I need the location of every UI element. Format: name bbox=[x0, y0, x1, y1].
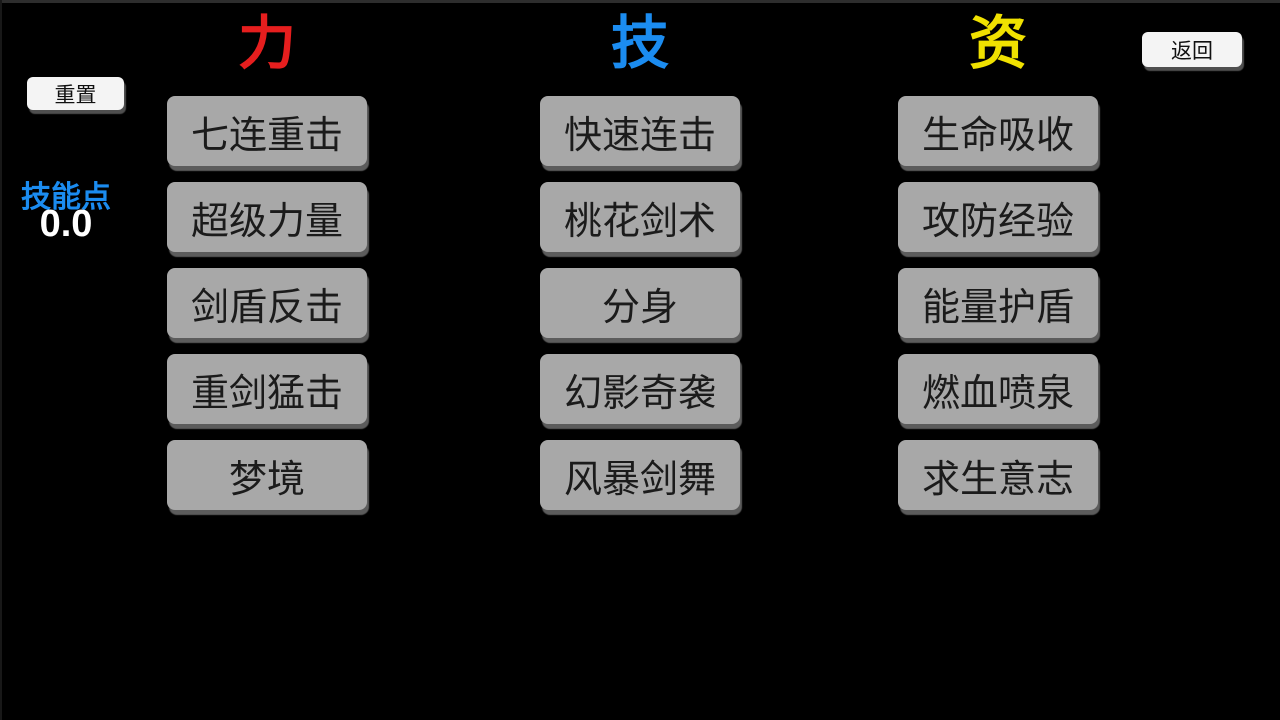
column-strength-header: 力 bbox=[237, 11, 296, 76]
skill-button[interactable]: 求生意志 bbox=[898, 440, 1098, 510]
skill-button[interactable]: 剑盾反击 bbox=[167, 268, 367, 338]
column-strength: 力 七连重击 超级力量 剑盾反击 重剑猛击 梦境 bbox=[167, 0, 367, 520]
skill-button[interactable]: 能量护盾 bbox=[898, 268, 1098, 338]
skill-button[interactable]: 超级力量 bbox=[167, 182, 367, 252]
column-resource-header: 资 bbox=[968, 11, 1027, 76]
window-left-edge bbox=[0, 0, 2, 720]
skill-button[interactable]: 风暴剑舞 bbox=[540, 440, 740, 510]
reset-button[interactable]: 重置 bbox=[27, 77, 124, 110]
skill-points-label: 技能点 bbox=[21, 181, 111, 214]
skill-button[interactable]: 燃血喷泉 bbox=[898, 354, 1098, 424]
column-technique: 技 快速连击 桃花剑术 分身 幻影奇袭 风暴剑舞 bbox=[540, 0, 740, 520]
skill-button[interactable]: 梦境 bbox=[167, 440, 367, 510]
skill-button[interactable]: 桃花剑术 bbox=[540, 182, 740, 252]
skill-button[interactable]: 生命吸收 bbox=[898, 96, 1098, 166]
skill-points-value: 0.0 bbox=[39, 203, 93, 245]
skill-button[interactable]: 七连重击 bbox=[167, 96, 367, 166]
skill-button[interactable]: 快速连击 bbox=[540, 96, 740, 166]
column-resource: 资 生命吸收 攻防经验 能量护盾 燃血喷泉 求生意志 bbox=[898, 0, 1098, 520]
skill-button[interactable]: 重剑猛击 bbox=[167, 354, 367, 424]
window-top-edge bbox=[0, 0, 1280, 3]
skill-button[interactable]: 分身 bbox=[540, 268, 740, 338]
back-button[interactable]: 返回 bbox=[1142, 32, 1242, 67]
skill-button[interactable]: 幻影奇袭 bbox=[540, 354, 740, 424]
skill-button[interactable]: 攻防经验 bbox=[898, 182, 1098, 252]
column-technique-header: 技 bbox=[610, 11, 669, 76]
